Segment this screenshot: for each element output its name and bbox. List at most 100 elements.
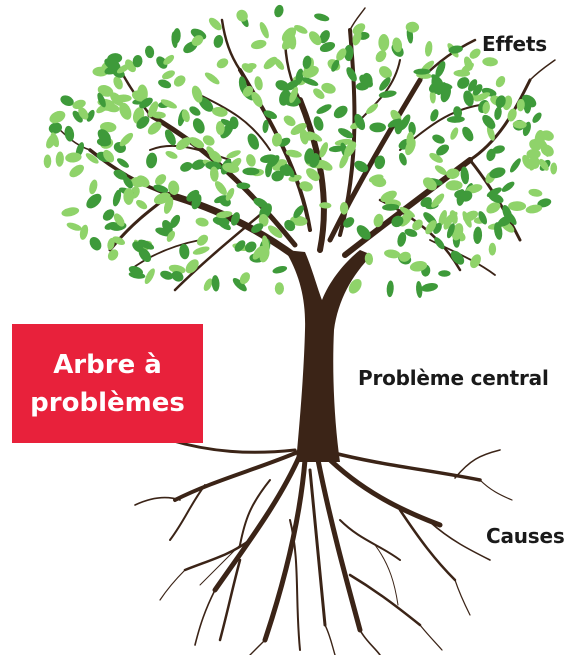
leaf [132, 55, 143, 68]
leaf [226, 150, 241, 159]
leaf [265, 162, 273, 178]
leaf [86, 193, 102, 209]
leaf [462, 126, 474, 142]
leaf [148, 101, 159, 118]
leaf [304, 148, 315, 164]
leaf [431, 193, 445, 208]
leaf [92, 66, 109, 77]
leaf [425, 220, 437, 235]
leaf [469, 48, 481, 59]
leaf [528, 188, 543, 197]
leaf [313, 88, 325, 99]
leaf [285, 149, 302, 158]
leaf [319, 142, 329, 158]
leaf [208, 17, 222, 31]
leaf [251, 91, 263, 108]
leaf [344, 44, 354, 62]
leaf [413, 68, 431, 75]
leaf [339, 202, 349, 215]
leaf [216, 58, 229, 69]
leaf [456, 189, 466, 206]
leaf [501, 181, 515, 192]
leaf [263, 56, 278, 70]
leaf [234, 240, 246, 252]
leaf [434, 165, 447, 175]
title-box: Arbre à problèmes [12, 324, 203, 443]
leaf [123, 188, 134, 205]
leaf [163, 196, 174, 214]
leaf [449, 210, 458, 224]
leaf [188, 137, 205, 149]
leaf [168, 264, 186, 274]
leaf [550, 162, 558, 175]
leaf [508, 201, 527, 212]
leaf [321, 82, 336, 94]
leaf [155, 174, 167, 186]
leaf [394, 118, 403, 135]
tree-roots [134, 431, 513, 655]
leaf [405, 21, 420, 33]
leaf [448, 45, 463, 54]
leaf [85, 153, 99, 164]
leaf [60, 95, 74, 107]
leaf [252, 245, 265, 260]
leaf [97, 85, 114, 97]
leaf [107, 249, 119, 261]
leaf [316, 104, 332, 114]
leaf [208, 150, 222, 163]
leaf [299, 181, 313, 192]
leaf [295, 68, 304, 85]
leaf [494, 106, 502, 120]
leaf [379, 77, 391, 91]
leaf [526, 148, 541, 160]
leaf [179, 243, 190, 260]
leaf [259, 246, 270, 263]
leaf [136, 116, 150, 129]
leaf [61, 207, 80, 217]
leaf [166, 230, 176, 242]
leaf [89, 179, 98, 195]
leaf [356, 225, 371, 240]
leaf [429, 152, 443, 163]
leaf [457, 77, 470, 89]
leaf [147, 121, 162, 135]
leaf [486, 202, 501, 214]
leaf [290, 122, 307, 136]
leaf [181, 109, 190, 123]
leaf [230, 212, 240, 226]
leaf [66, 222, 82, 231]
leaf [339, 152, 349, 169]
leaf [461, 62, 474, 74]
leaf [432, 134, 445, 144]
leaf [195, 217, 209, 227]
leaf [343, 217, 355, 228]
title-line-1: Arbre à [53, 349, 162, 380]
leaf [191, 85, 203, 103]
leaf [131, 90, 148, 102]
leaf [460, 166, 470, 185]
tree-trunk [285, 250, 372, 462]
leaf [259, 21, 269, 39]
leaf [462, 211, 472, 228]
leaf [158, 79, 172, 89]
leaf [239, 272, 251, 285]
leaf [43, 154, 52, 169]
leaf [392, 37, 403, 53]
leaf [397, 232, 407, 247]
leaf [486, 124, 495, 141]
leaf [146, 152, 158, 169]
leaf [446, 168, 460, 179]
leaf [46, 133, 57, 149]
leaf [289, 86, 299, 104]
leaf [375, 50, 387, 63]
leaf [253, 197, 268, 208]
leaf [317, 159, 333, 171]
leaf [482, 114, 496, 129]
leaf [368, 174, 384, 183]
leaf [72, 99, 86, 110]
leaf [507, 108, 517, 122]
leaf [474, 92, 491, 102]
leaf [412, 219, 423, 231]
leaf [284, 163, 295, 178]
